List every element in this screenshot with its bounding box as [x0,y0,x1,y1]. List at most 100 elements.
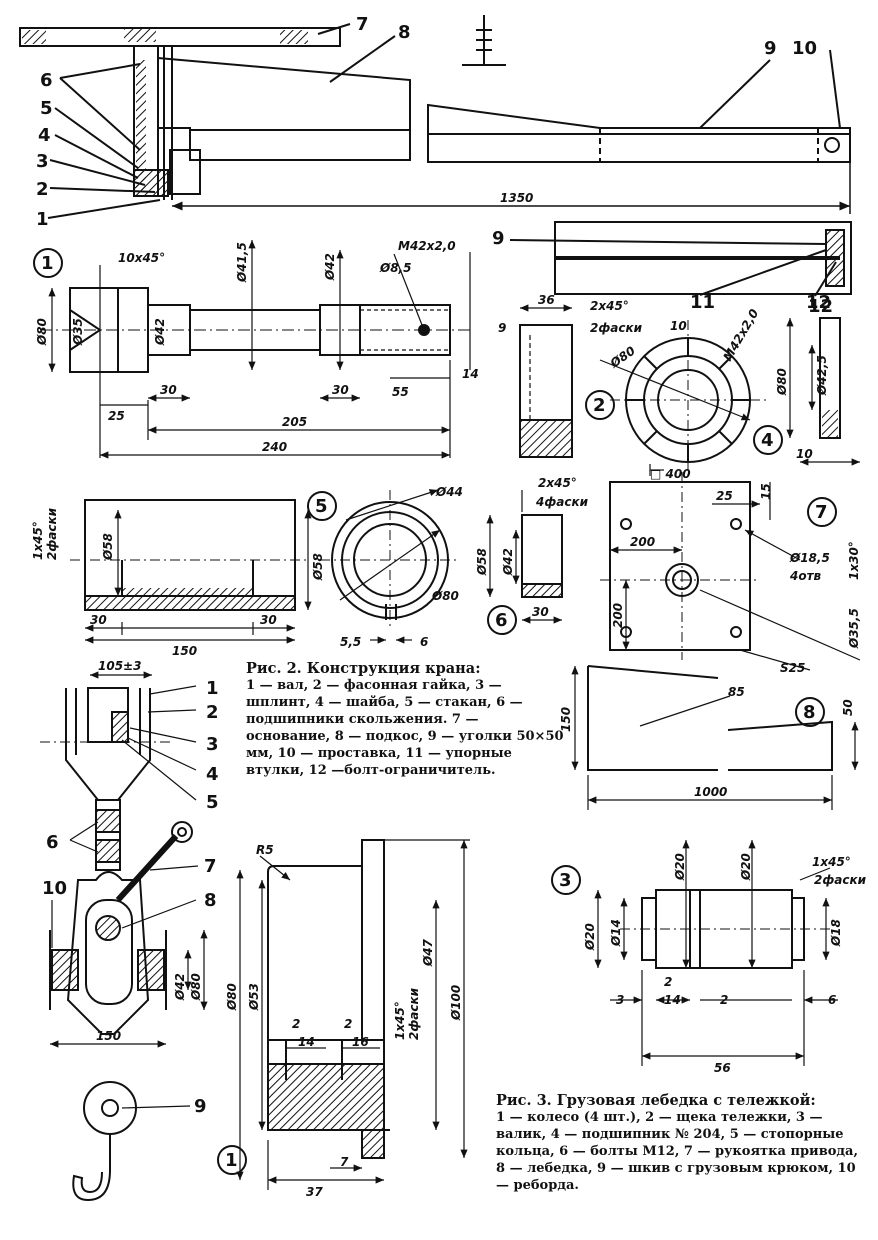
dim-d42-top: Ø42 [323,253,337,281]
dim-5-5: 5,5 [340,635,361,649]
dim-d18-5: Ø18,5 [789,551,830,565]
dim-10-washer: 10 [796,447,813,461]
part7-base [600,464,861,671]
wheel-marker: 1 [225,1150,238,1171]
dim-7-wheel: 7 [340,1155,349,1169]
winch-callout-6: 6 [46,832,59,853]
winch-callout-8: 8 [204,890,217,911]
dim-55: 55 [392,385,409,399]
wheel-labels: 1 R5 Ø80 Ø53 2 14 2 16 1x45° 2фаски Ø47 … [217,843,463,1199]
crane-hook-hardware [462,15,506,66]
dim-2faski-wheel: 2фаски [407,987,421,1040]
dim-d80-winch: Ø80 [189,973,203,1001]
dim-d42: Ø42 [153,318,167,346]
dim-d58-bearing: Ø58 [475,548,489,576]
crane-strut [157,57,411,161]
dim-d80-cup: Ø80 [431,589,459,603]
part4-washer [786,317,860,466]
callout-3: 3 [36,151,49,172]
part4-marker: 4 [761,430,774,451]
callout-11: 11 [690,292,715,313]
dim-4faski: 4фаски [535,495,589,509]
part6-labels: 6 2x45° 4фаски Ø58 Ø42 30 [475,476,589,635]
dim-chamfer: 10x45° [118,251,165,265]
part4-labels: 4 12 Ø42,5 Ø80 10 [753,296,833,461]
winch-callout-7: 7 [204,856,217,877]
part7-labels: 7 □ 400 25 15 200 Ø18,5 4отв 200 Ø35,5 1… [611,467,861,675]
dim-200-v: 200 [611,603,625,628]
dim-2x45-bearing: 2x45° [538,476,577,490]
winch-callout-5: 5 [206,792,219,813]
figure2-caption-title: Рис. 2. Конструкция крана: [246,660,481,677]
dim-s25: S25 [780,661,805,675]
crane-assembly [19,15,852,297]
dim-1350: 1350 [500,191,533,205]
dim-50-strut: 50 [841,699,855,716]
dim-30-right: 30 [332,383,349,397]
dim-sq400: □ 400 [650,467,691,481]
dim-d42-5: Ø42,5 [815,355,829,396]
dim-150-strut: 150 [559,707,573,732]
dim-9: 9 [498,321,506,335]
dim-d18: Ø18 [829,919,843,947]
part8-labels: 8 150 85 50 1000 [559,685,855,799]
part1-marker: 1 [41,253,54,274]
dim-2faski: 2фаски [590,321,643,335]
dim-14-wheel: 14 [298,1035,315,1049]
part8-strut [571,665,859,810]
callout-1: 1 [36,209,49,230]
part6-marker: 6 [495,610,508,631]
part3-roller [594,840,838,1066]
figure2-caption: Рис. 2. Конструкция крана: 1 — вал, 2 — … [246,660,564,779]
dim-1x45-cup: 1x45° [31,521,45,560]
dim-4otv: 4отв [789,569,822,583]
dim-2-roller-b: 2 [720,993,728,1007]
callout-5: 5 [40,98,53,119]
part2-marker: 2 [593,395,606,416]
dim-d14: Ø14 [609,919,623,947]
callout-2: 2 [36,179,49,200]
dim-12: 12 [808,296,833,317]
dim-200-h: 200 [630,535,655,549]
dim-d41-5: Ø41,5 [235,242,249,283]
dim-6-cup: 6 [420,635,428,649]
part5-cup [70,489,460,644]
dim-25-base: 25 [716,489,733,503]
dim-d35-5: Ø35,5 [847,608,861,649]
dim-30-cup-left: 30 [90,613,107,627]
dim-2x45: 2x45° [590,299,629,313]
dim-3-roller: 3 [616,993,624,1007]
dim-d80-wheel: Ø80 [225,983,239,1011]
dim-1x30: 1x30° [847,541,861,580]
figure3-caption-body: 1 — колесо (4 шт.), 2 — щека тележки, 3 … [496,1110,859,1193]
crane-boom [427,103,851,163]
figure3-caption-title: Рис. 3. Грузовая лебедка с тележкой: [496,1092,816,1109]
dim-205: 205 [282,415,307,429]
dim-14-roller: 14 [664,993,681,1007]
dim-37: 37 [306,1185,323,1199]
callout-4: 4 [38,125,51,146]
dim-30-left: 30 [160,383,177,397]
dim-6-roller: 6 [828,993,836,1007]
dim-1x45-wheel: 1x45° [393,1001,407,1040]
callout-6: 6 [40,70,53,91]
dim-2-wheel-b: 2 [344,1017,352,1031]
dim-150-winch: 150 [96,1029,121,1043]
dim-d80-nut: Ø80 [607,344,638,371]
dim-d58-inner: Ø58 [101,533,115,561]
winch-callout-4: 4 [206,764,219,785]
dim-d100: Ø100 [449,985,463,1021]
dim-16-wheel: 16 [352,1035,369,1049]
part2-nut [519,304,770,480]
dim-thread: M42x2,0 [398,239,456,253]
callout-9-end: 9 [492,228,505,249]
dim-d20-a: Ø20 [673,853,687,881]
winch-callout-9: 9 [194,1096,207,1117]
dim-14: 14 [462,367,479,381]
dim-d42-bearing: Ø42 [501,548,515,576]
dim-85: 85 [728,685,745,699]
dim-d58-outer: Ø58 [311,553,325,581]
dim-d42-winch: Ø42 [173,973,187,1001]
